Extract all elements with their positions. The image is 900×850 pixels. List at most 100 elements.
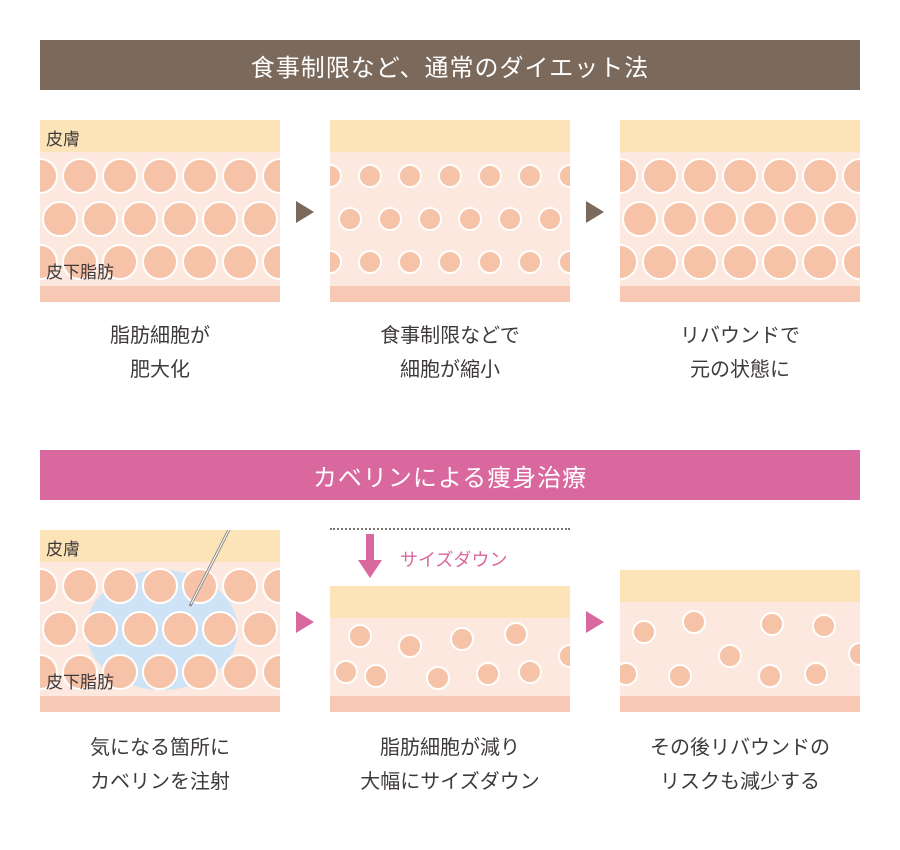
fat-cell — [703, 202, 737, 236]
fat-cell — [243, 202, 277, 236]
fat-cell — [63, 569, 97, 603]
fat-cell — [43, 202, 77, 236]
conventional-diet-title: 食事制限など、通常のダイエット法 — [40, 40, 860, 90]
fat-cell — [669, 665, 691, 687]
caption-line: 気になる箇所に — [40, 730, 280, 764]
caption-line: 脂肪細胞が減り — [330, 730, 570, 764]
fat-cell — [559, 645, 570, 667]
fat-cell — [519, 251, 541, 273]
fat-cell — [719, 645, 741, 667]
fat-cell — [143, 655, 177, 689]
panel-injection: 皮膚 皮下脂肪 — [40, 530, 280, 712]
caption-reduced: 脂肪細胞が減り 大幅にサイズダウン — [330, 730, 570, 798]
fat-cell — [163, 612, 197, 646]
caption-line: 肥大化 — [40, 352, 280, 386]
fat-cell — [620, 663, 637, 685]
fat-cell — [559, 251, 570, 273]
fat-cell — [339, 208, 361, 230]
fat-cell — [823, 202, 857, 236]
caption-line: リスクも減少する — [620, 764, 860, 798]
subcutaneous-fat-label: 皮下脂肪 — [46, 258, 114, 283]
fat-cell — [163, 202, 197, 236]
fat-cell — [203, 202, 237, 236]
fat-cell — [359, 251, 381, 273]
caption-rebound: リバウンドで 元の状態に — [620, 318, 860, 386]
fat-cell — [335, 661, 357, 683]
fat-cells — [330, 586, 570, 712]
panel-enlarged-fat: 皮膚 皮下脂肪 — [40, 120, 280, 302]
fat-cell — [519, 661, 541, 683]
caption-line: 細胞が縮小 — [330, 352, 570, 386]
fat-cell — [223, 159, 257, 193]
fat-cell — [805, 663, 827, 685]
fat-cell — [399, 635, 421, 657]
size-down-indicator: サイズダウン — [330, 524, 570, 584]
fat-cell — [399, 165, 421, 187]
fat-cell — [223, 245, 257, 279]
fat-cell — [479, 251, 501, 273]
caption-injection: 気になる箇所に カベリンを注射 — [40, 730, 280, 798]
caption-line: 食事制限などで — [330, 318, 570, 352]
caption-low-rebound: その後リバウンドの リスクも減少する — [620, 730, 860, 798]
fat-cell — [499, 208, 521, 230]
caption-shrunk: 食事制限などで 細胞が縮小 — [330, 318, 570, 386]
fat-cell — [763, 159, 797, 193]
fat-cell — [379, 208, 401, 230]
fat-cell — [683, 611, 705, 633]
panel-rebound-fat — [620, 120, 860, 302]
fat-cell — [203, 612, 237, 646]
fat-cell — [263, 245, 280, 279]
fat-cell — [813, 615, 835, 637]
fat-cell — [103, 159, 137, 193]
fat-cell — [849, 643, 860, 665]
fat-cell — [83, 612, 117, 646]
fat-cell — [723, 159, 757, 193]
caption-line: リバウンドで — [620, 318, 860, 352]
fat-cells — [620, 570, 860, 712]
fat-cell — [451, 628, 473, 650]
fat-cell — [263, 655, 280, 689]
fat-cell — [63, 159, 97, 193]
fat-cell — [419, 208, 441, 230]
fat-cell — [759, 665, 781, 687]
fat-cell — [123, 612, 157, 646]
fat-cell — [439, 165, 461, 187]
panel-shrunk-fat — [330, 120, 570, 302]
caption-line: その後リバウンドの — [620, 730, 860, 764]
fat-cell — [143, 245, 177, 279]
subcutaneous-fat-label: 皮下脂肪 — [46, 668, 114, 693]
fat-cell — [683, 245, 717, 279]
caption-line: 元の状態に — [620, 352, 860, 386]
fat-cell — [263, 159, 280, 193]
fat-cell — [330, 251, 341, 273]
fat-cell — [843, 159, 860, 193]
fat-cell — [183, 245, 217, 279]
fat-cell — [330, 165, 341, 187]
fat-cell — [477, 663, 499, 685]
fat-cell — [559, 165, 570, 187]
skin-label: 皮膚 — [46, 535, 80, 560]
caption-line: 大幅にサイズダウン — [330, 764, 570, 798]
fat-cell — [243, 612, 277, 646]
caption-line: カベリンを注射 — [40, 764, 280, 798]
arrow-right-icon — [296, 611, 314, 633]
fat-cell — [633, 621, 655, 643]
fat-cell — [623, 202, 657, 236]
fat-cell — [183, 655, 217, 689]
fat-cell — [365, 665, 387, 687]
fat-cell — [683, 159, 717, 193]
fat-cell — [643, 159, 677, 193]
down-arrow-icon — [366, 534, 374, 562]
arrow-right-icon — [586, 611, 604, 633]
skin-label: 皮膚 — [46, 125, 80, 150]
fat-cell — [519, 165, 541, 187]
caption-enlarged: 脂肪細胞が 肥大化 — [40, 318, 280, 386]
fat-cell — [663, 202, 697, 236]
cavelin-treatment-title: カベリンによる痩身治療 — [40, 450, 860, 500]
fat-cell — [43, 612, 77, 646]
fat-cell — [723, 245, 757, 279]
caption-line: 脂肪細胞が — [40, 318, 280, 352]
fat-cell — [263, 569, 280, 603]
fat-cell — [539, 208, 561, 230]
fat-cell — [459, 208, 481, 230]
